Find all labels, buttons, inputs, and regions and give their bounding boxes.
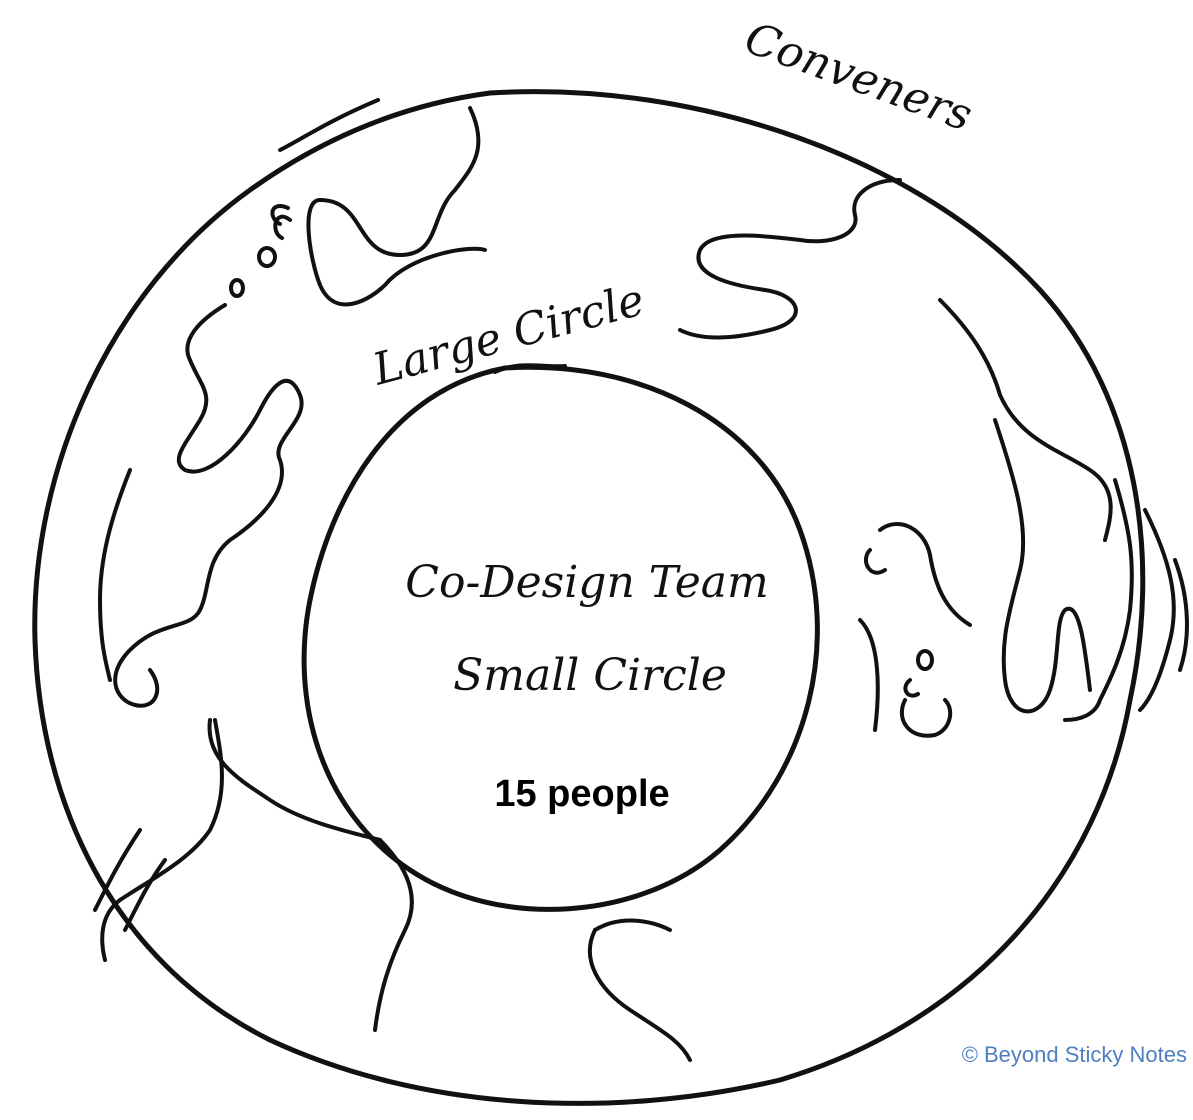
large-circle-wavy-outline (93, 98, 1189, 1062)
bubble-decorations (229, 204, 953, 738)
copyright-credit: © Beyond Sticky Notes (962, 1042, 1187, 1067)
inner-label-line2: Small Circle (453, 650, 727, 701)
people-count: 15 people (494, 773, 669, 815)
outer-circle (32, 89, 1146, 1106)
inner-circle (301, 363, 820, 912)
conveners-label: Conveners (738, 12, 979, 141)
inner-label-line1: Co-Design Team (405, 557, 768, 608)
